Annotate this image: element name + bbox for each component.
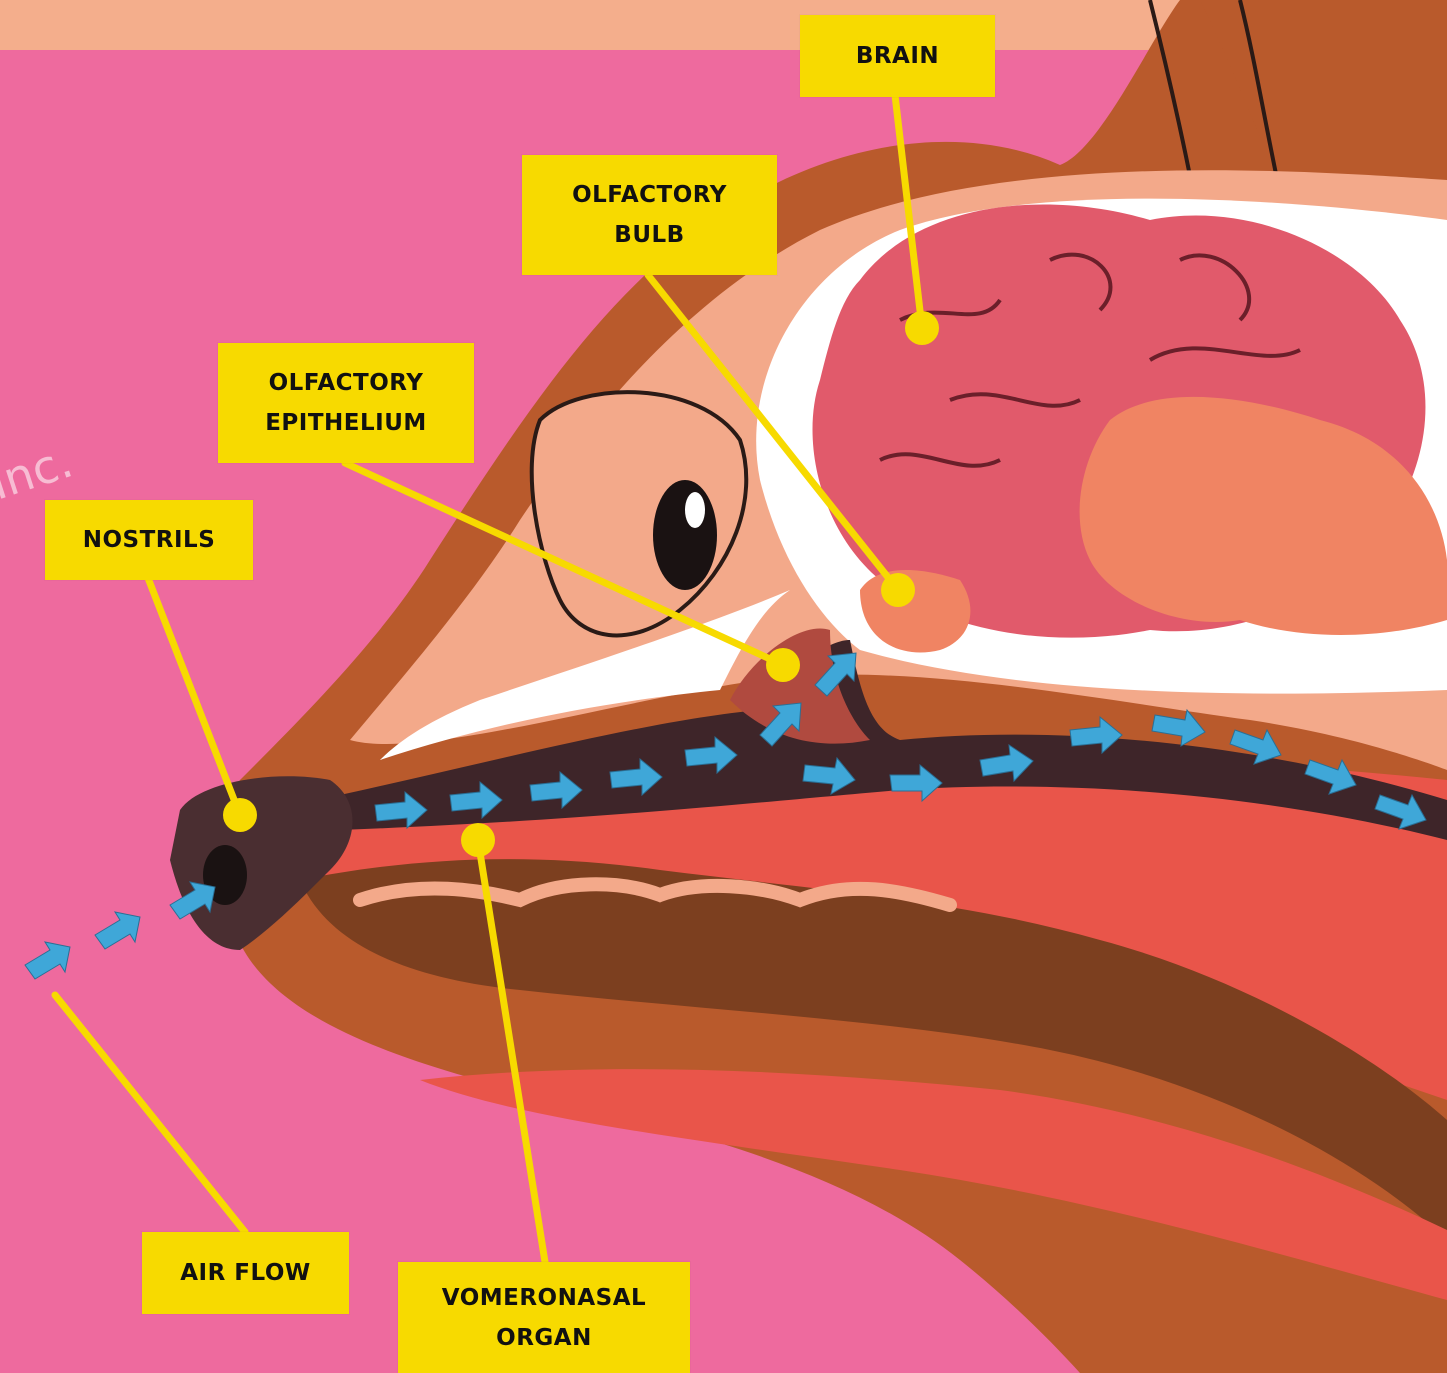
label-vomeronasal-organ: VOMERONASAL ORGAN: [398, 1262, 690, 1373]
dot-olfactory-bulb: [881, 573, 915, 607]
dot-nostrils: [223, 798, 257, 832]
label-olfactory-bulb-line1: OLFACTORY: [572, 175, 727, 215]
label-vomeronasal-line2: ORGAN: [496, 1318, 592, 1358]
label-brain-text: BRAIN: [856, 36, 939, 76]
arrow-icon: [25, 942, 70, 979]
dot-vomeronasal: [461, 823, 495, 857]
dot-olfactory-epithelium: [766, 648, 800, 682]
label-olfactory-bulb-line2: BULB: [614, 215, 684, 255]
dot-brain: [905, 311, 939, 345]
label-nostrils-text: NOSTRILS: [83, 520, 216, 560]
label-air-flow-text: AIR FLOW: [180, 1253, 311, 1293]
eye: [653, 480, 717, 590]
label-air-flow: AIR FLOW: [142, 1232, 349, 1314]
label-olfactory-epithelium-line2: EPITHELIUM: [265, 403, 427, 443]
leader-line-air-flow: [55, 995, 245, 1232]
arrow-icon: [95, 912, 140, 949]
label-vomeronasal-line1: VOMERONASAL: [442, 1278, 646, 1318]
label-nostrils: NOSTRILS: [45, 500, 253, 580]
label-olfactory-epithelium-line1: OLFACTORY: [269, 363, 424, 403]
label-brain: BRAIN: [800, 15, 995, 97]
label-olfactory-epithelium: OLFACTORY EPITHELIUM: [218, 343, 474, 463]
leader-line-nostrils: [148, 578, 240, 815]
label-olfactory-bulb: OLFACTORY BULB: [522, 155, 777, 275]
